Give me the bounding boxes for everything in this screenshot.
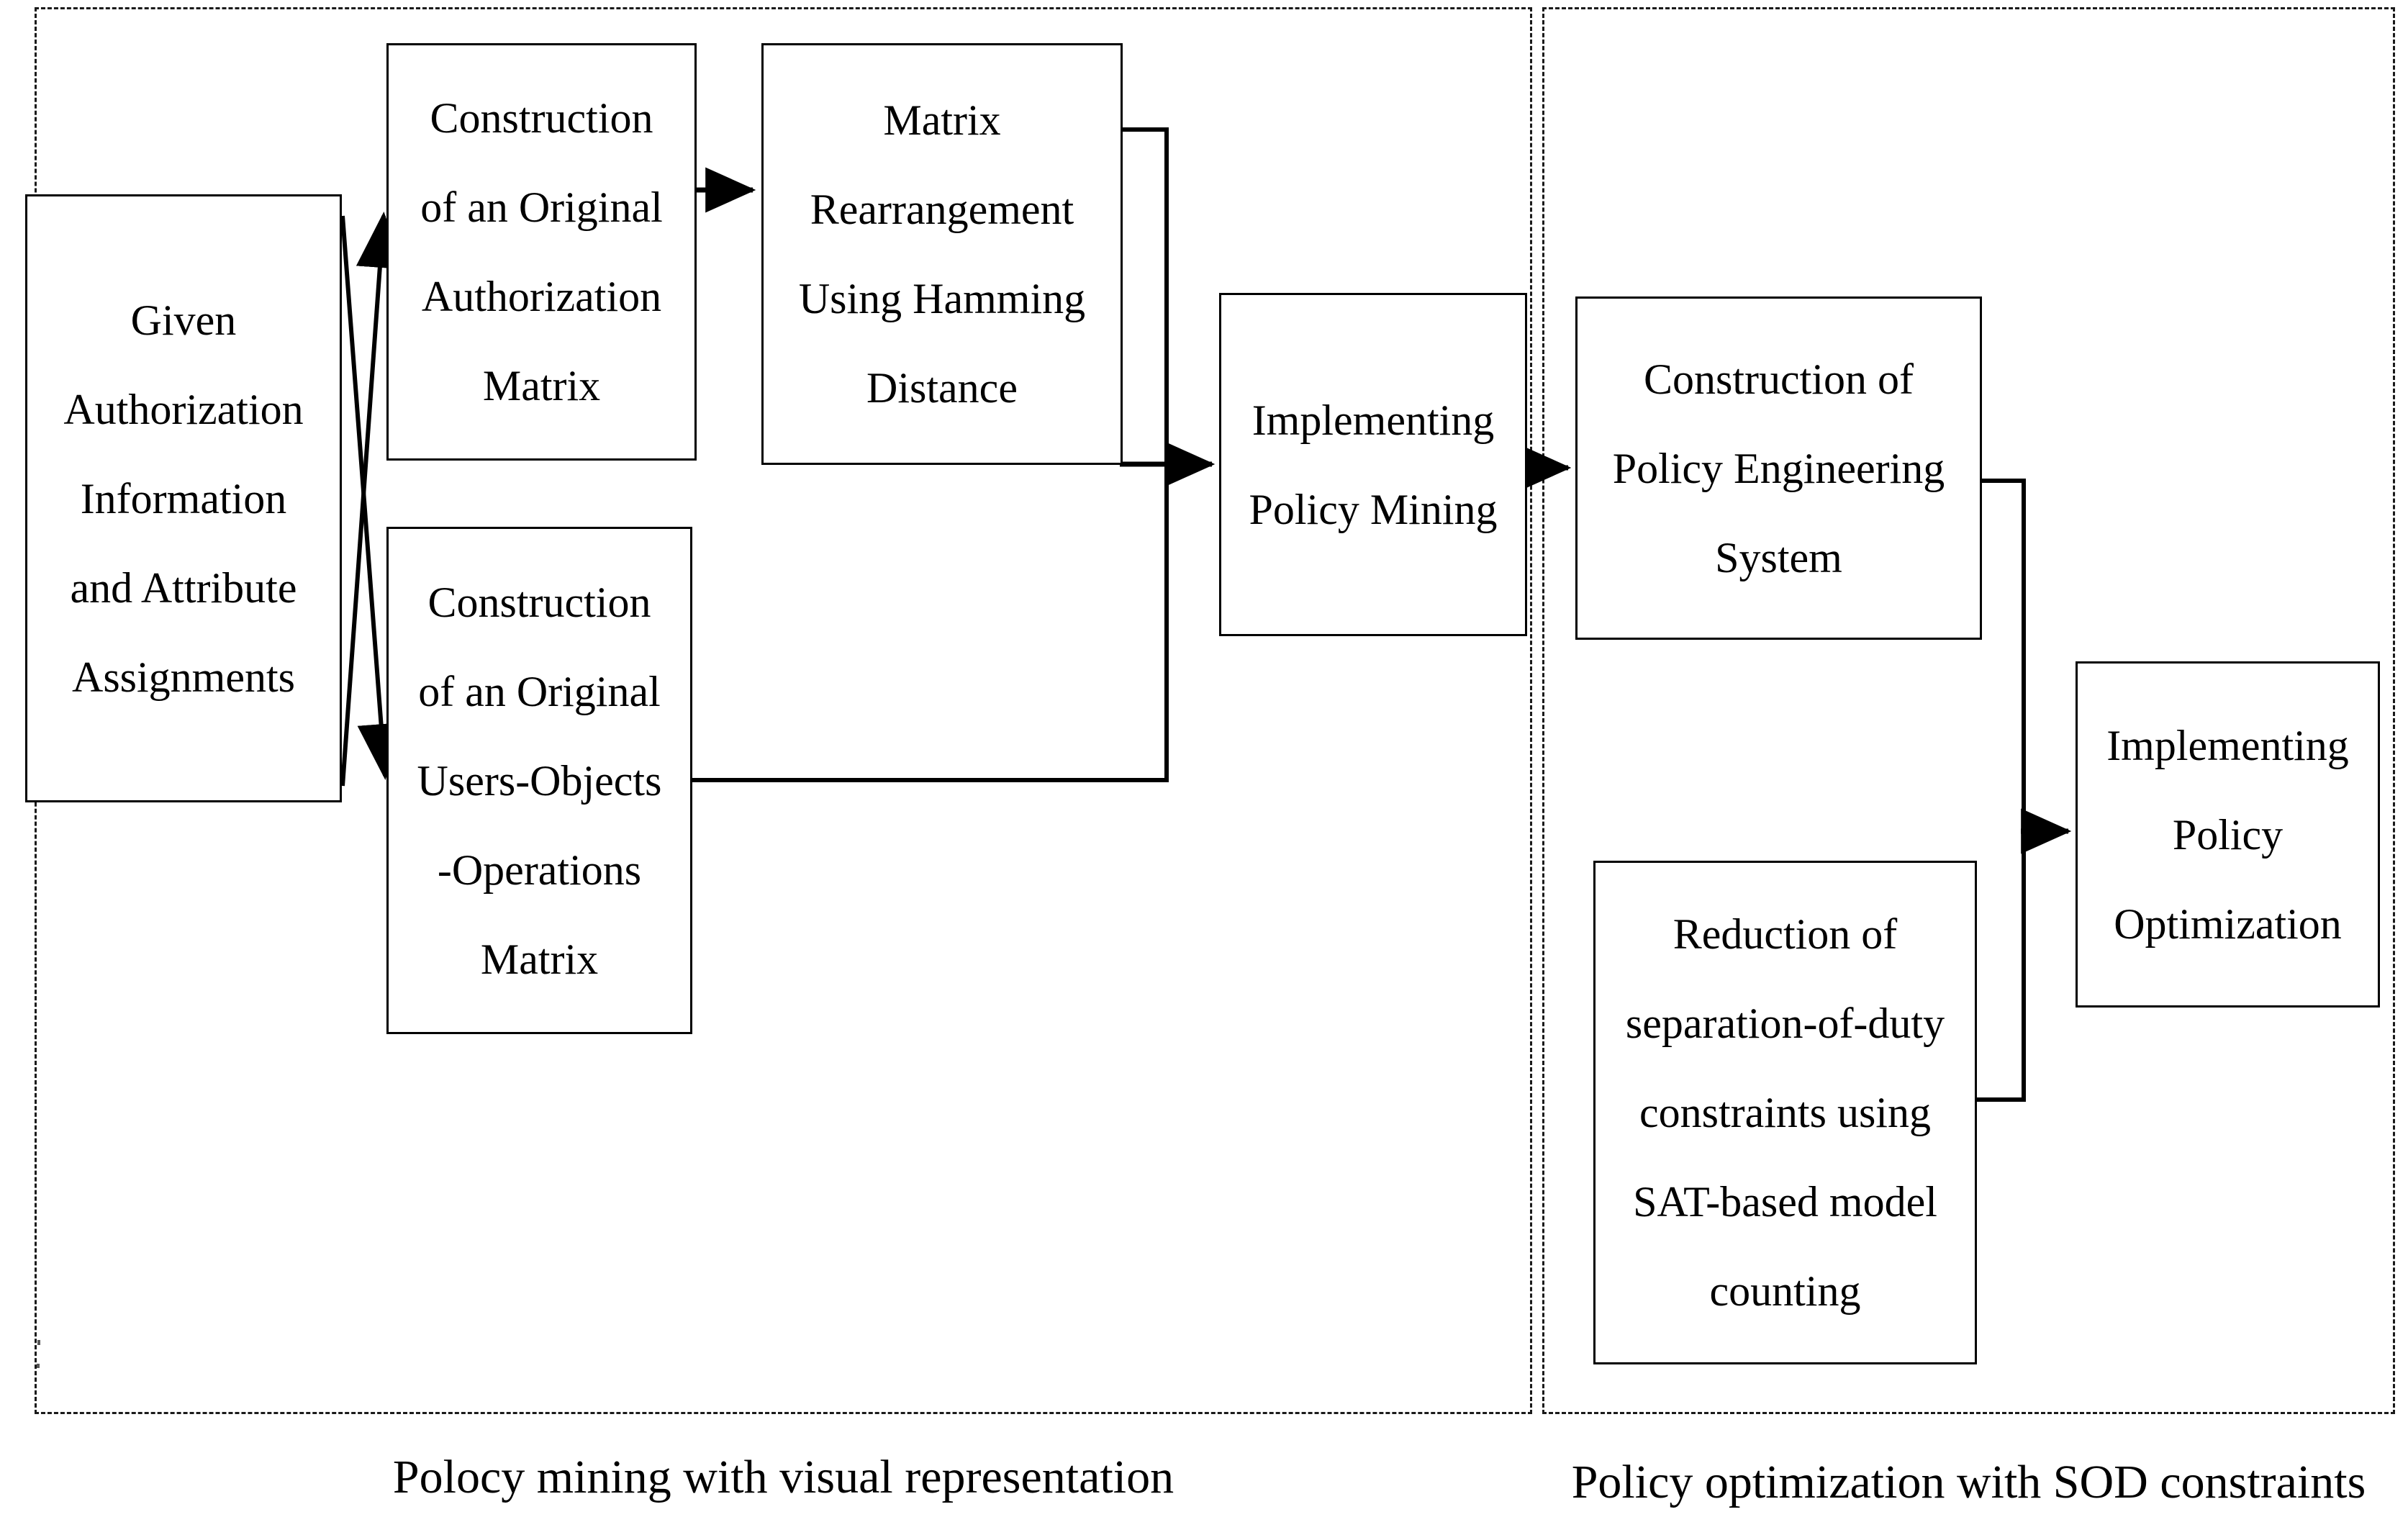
connector-sod-reduction-to-optimization xyxy=(1977,808,2072,1102)
connector-users-objects-to-policy-mining xyxy=(692,441,1216,782)
node-given-authorization: Given Authorization Information and Attr… xyxy=(25,194,342,802)
node-line: Rearrangement xyxy=(810,186,1074,233)
node-line: Using Hamming xyxy=(798,275,1086,322)
node-line: Construction of xyxy=(1644,355,1914,403)
node-line: Assignments xyxy=(71,653,296,701)
node-reduction-sod-constraints: Reduction of separation-of-duty constrai… xyxy=(1593,861,1977,1364)
node-implementing-policy-optimization: Implementing Policy Optimization xyxy=(2076,661,2380,1008)
node-line: Information xyxy=(80,474,287,522)
node-line: of an Original xyxy=(418,667,661,715)
node-line: System xyxy=(1715,533,1842,581)
caption-policy-mining: Polocy mining with visual representation xyxy=(392,1451,1174,1503)
node-line: Matrix xyxy=(480,935,599,983)
node-line: Matrix xyxy=(482,362,601,409)
node-construction-authorization-matrix: Construction of an Original Authorizatio… xyxy=(386,43,697,461)
node-line: -Operations xyxy=(437,846,642,894)
connector-policy-engineering-to-optimization xyxy=(1982,479,2026,831)
node-line: Construction xyxy=(430,94,653,142)
node-line: constraints using xyxy=(1639,1089,1931,1136)
connector-rearrangement-to-policy-mining xyxy=(1123,127,1169,464)
node-line: counting xyxy=(1709,1267,1861,1315)
node-construction-policy-engineering-system: Construction of Policy Engineering Syste… xyxy=(1575,296,1982,640)
node-line: Reduction of xyxy=(1673,910,1898,958)
node-line: Matrix xyxy=(883,96,1001,144)
node-line: Implementing xyxy=(2106,721,2349,769)
connector-given-to-users-objects-matrix xyxy=(340,215,405,780)
node-line: Authorization xyxy=(421,273,662,320)
node-line: Optimization xyxy=(2114,900,2342,948)
node-line: Authorization xyxy=(63,385,304,433)
node-implementing-policy-mining: Implementing Policy Mining xyxy=(1219,293,1527,636)
node-line: Users-Objects xyxy=(417,756,662,805)
node-line: Policy Mining xyxy=(1249,485,1498,533)
node-line: and Attribute xyxy=(70,563,297,612)
node-matrix-rearrangement: Matrix Rearrangement Using Hamming Dista… xyxy=(761,43,1123,465)
caption-policy-optimization: Policy optimization with SOD constraints xyxy=(1571,1456,2366,1508)
node-line: Policy Engineering xyxy=(1612,444,1945,492)
node-line: of an Original xyxy=(420,184,663,231)
node-line: Policy xyxy=(2172,810,2283,859)
node-line: Implementing xyxy=(1251,396,1495,444)
node-construction-users-objects-operations: Construction of an Original Users-Object… xyxy=(386,527,692,1034)
scan-speck xyxy=(37,1340,40,1345)
node-line: SAT-based model xyxy=(1633,1178,1937,1226)
node-line: Given xyxy=(130,296,237,344)
scan-speck-2 xyxy=(37,1364,40,1368)
node-line: Distance xyxy=(866,364,1018,412)
node-line: separation-of-duty xyxy=(1625,1000,1945,1047)
node-line: Construction xyxy=(427,578,651,626)
